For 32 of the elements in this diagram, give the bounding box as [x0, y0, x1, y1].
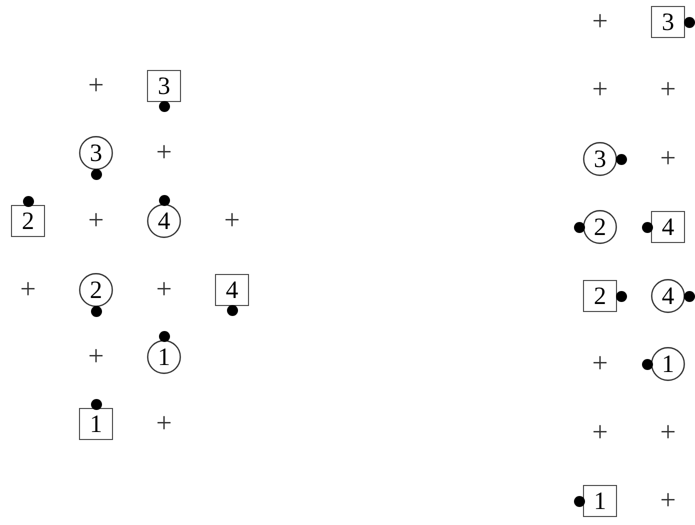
- plus-sign: +: [592, 8, 608, 36]
- plus-sign: +: [20, 276, 36, 304]
- boxed-number: 1: [583, 485, 617, 517]
- plus-sign: +: [156, 410, 172, 438]
- plus-sign: +: [660, 419, 676, 447]
- plus-sign: +: [592, 350, 608, 378]
- plus-sign: +: [592, 419, 608, 447]
- plus-sign: +: [156, 276, 172, 304]
- plus-sign: +: [592, 76, 608, 104]
- plus-sign: +: [88, 72, 104, 100]
- plus-sign: +: [660, 76, 676, 104]
- circled-number: 2: [79, 273, 113, 307]
- plus-sign: +: [88, 207, 104, 235]
- circled-number: 4: [147, 204, 181, 238]
- circled-number: 1: [651, 347, 685, 381]
- circled-number: 2: [583, 210, 617, 244]
- boxed-number: 2: [583, 280, 617, 312]
- circled-number: 3: [583, 142, 617, 176]
- boxed-number: 1: [79, 408, 113, 440]
- boxed-number: 4: [651, 211, 685, 243]
- plus-sign: +: [224, 207, 240, 235]
- plus-sign: +: [660, 487, 676, 515]
- plus-sign: +: [88, 343, 104, 371]
- boxed-number: 4: [215, 274, 249, 306]
- plus-sign: +: [156, 139, 172, 167]
- circled-number: 1: [147, 340, 181, 374]
- boxed-number: 2: [11, 205, 45, 237]
- boxed-number: 3: [651, 6, 685, 38]
- circled-number: 3: [79, 136, 113, 170]
- circled-number: 4: [651, 279, 685, 313]
- boxed-number: 3: [147, 70, 181, 102]
- plus-sign: +: [660, 145, 676, 173]
